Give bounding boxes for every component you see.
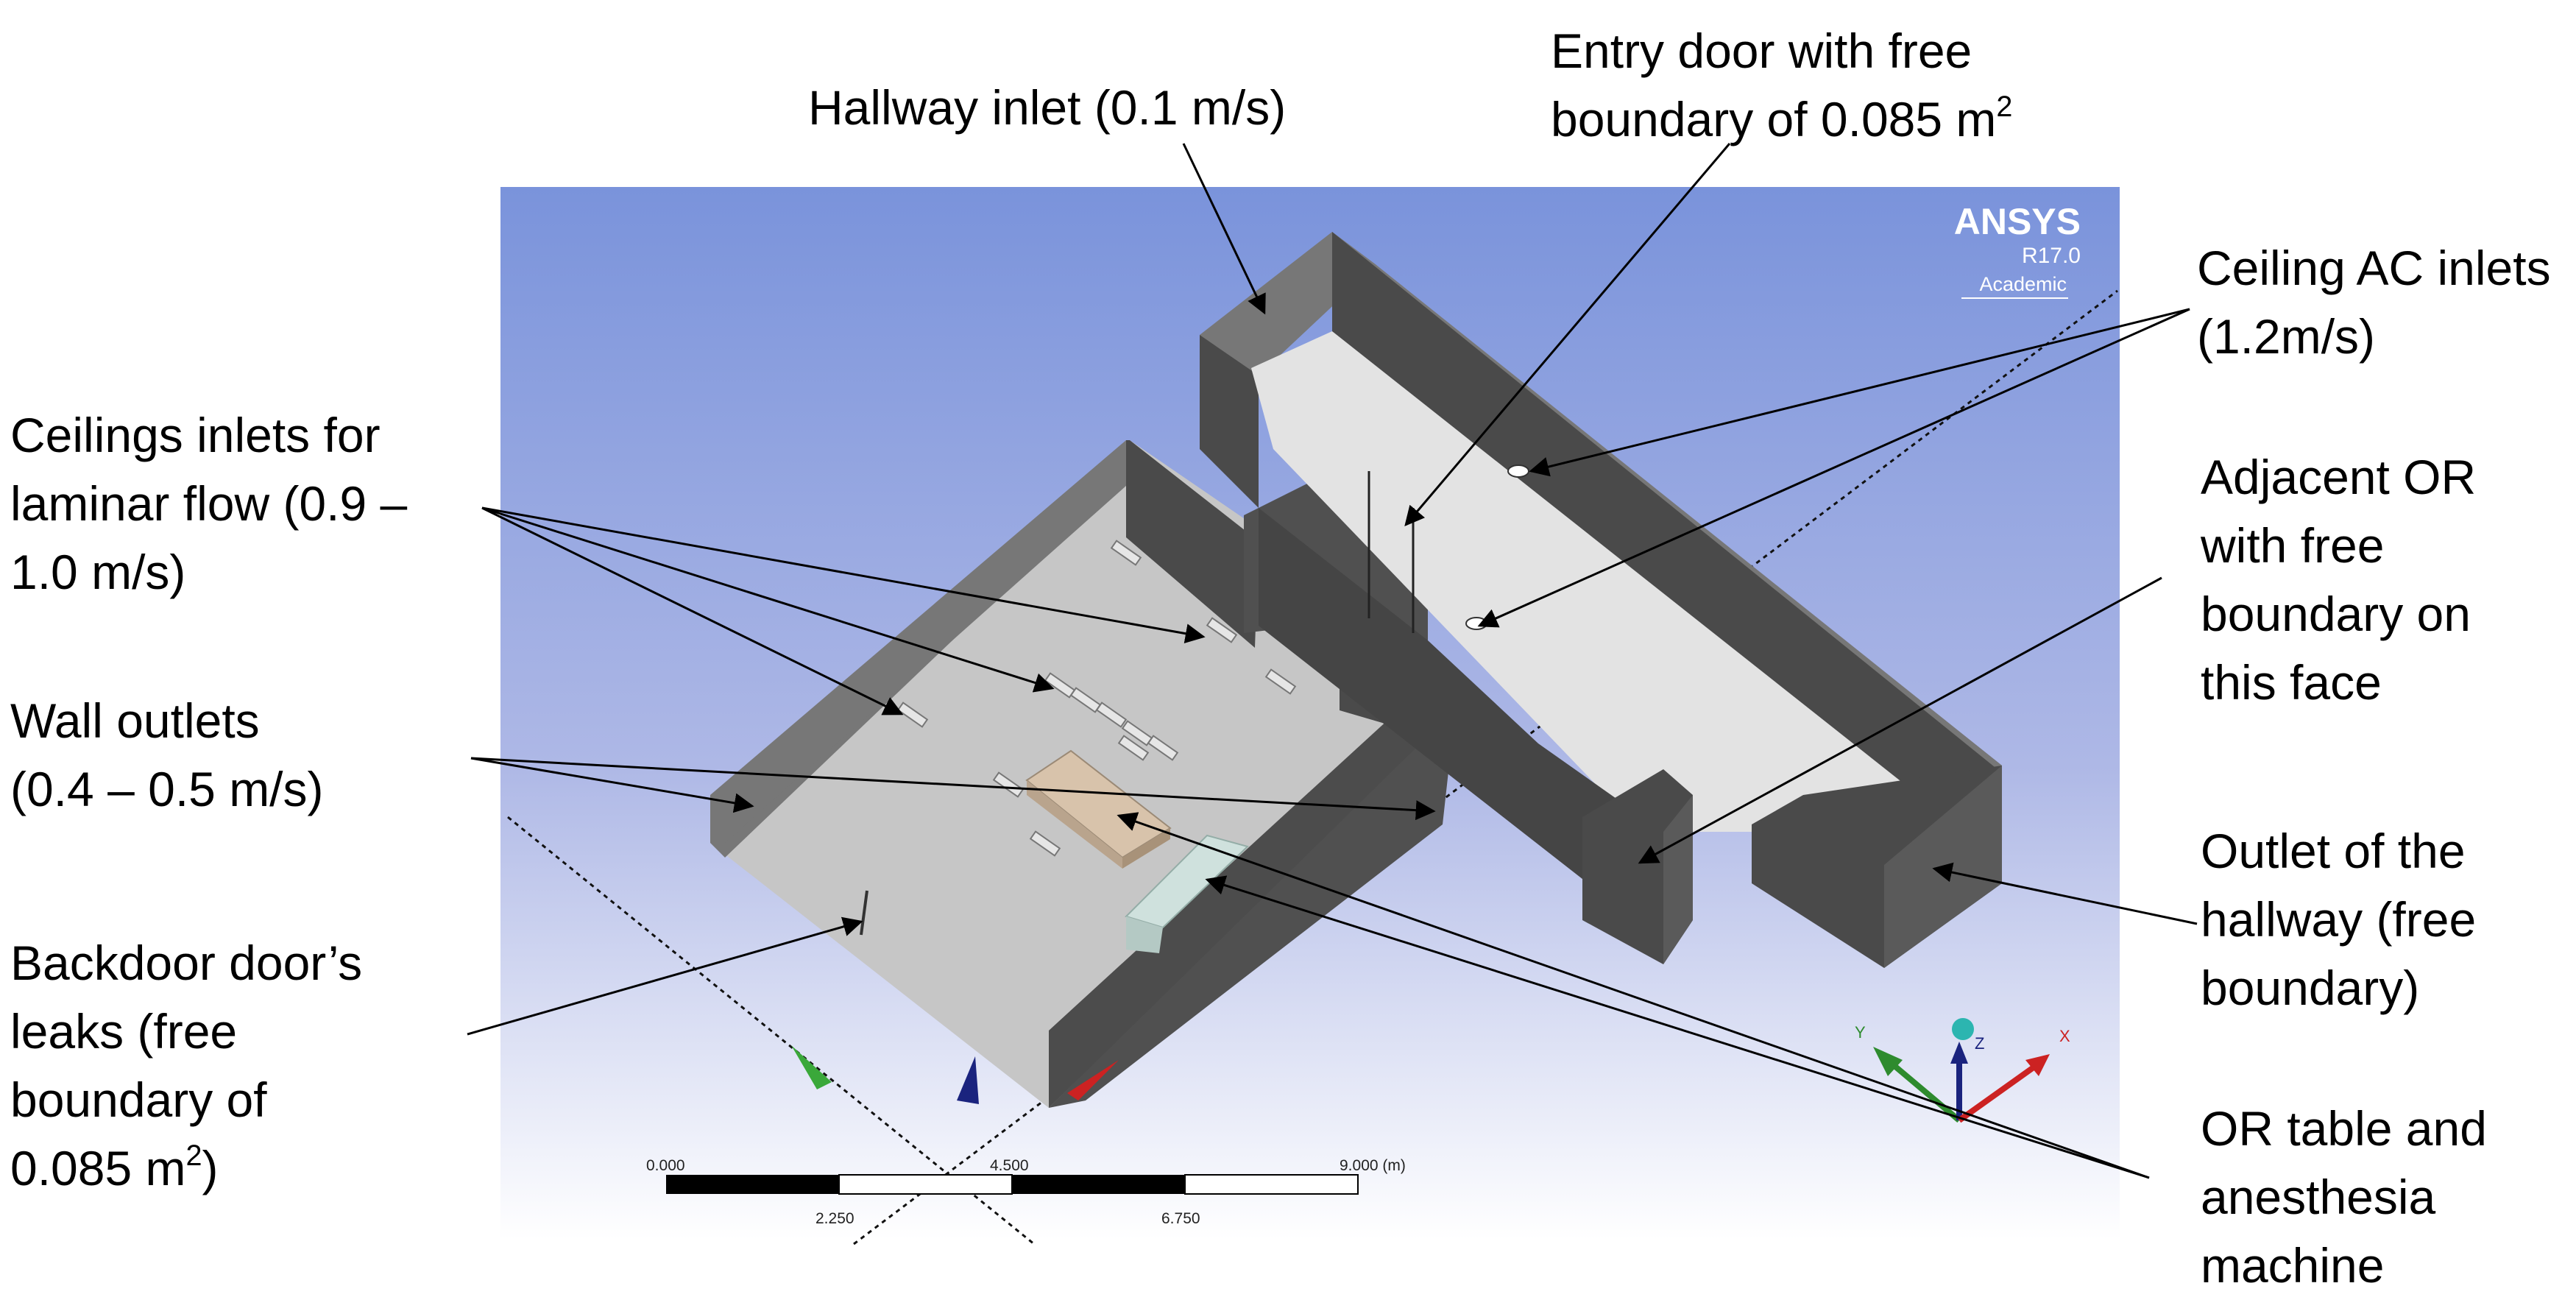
hallway-wall-top: [1332, 232, 2002, 773]
hallway-end-block-dark: [1200, 335, 1259, 508]
anesthesia-machine: [1125, 834, 1249, 929]
callout-line: leaks (free: [10, 1004, 238, 1059]
triad-label-z: Z: [1975, 1034, 1984, 1053]
callout-line: (0.4 – 0.5 m/s): [10, 762, 324, 816]
leader-ceiling-ac-2: [1477, 308, 2190, 628]
callout-hallway-inlet: Hallway inlet (0.1 m/s): [808, 74, 1286, 142]
callout-line: Hallway inlet (0.1 m/s): [808, 80, 1287, 135]
leader-wall-outlets-2: [470, 757, 1436, 821]
callout-line: Ceiling AC inlets: [2197, 241, 2551, 295]
operating-room-model: [710, 232, 2002, 1108]
callout-line: Entry door with free: [1551, 24, 1972, 78]
callout-line: boundary on: [2201, 587, 2471, 641]
callout-line-text: boundary of 0.085 m: [1551, 92, 1997, 146]
callout-line: Backdoor door’s: [10, 936, 363, 990]
leader-or-table: [1117, 812, 2150, 1179]
scale-seg-1: [666, 1175, 839, 1194]
hallway-inner-wall: [1259, 508, 1663, 942]
leader-anesthesia: [1205, 875, 2150, 1179]
scale-tick-label: 0.000: [646, 1157, 685, 1174]
callout-line-text: 0.085 m: [10, 1141, 186, 1195]
scale-tick-label: 4.500: [990, 1157, 1029, 1174]
dotted-guides: [507, 289, 2118, 1245]
callout-line: 1.0 m/s): [10, 545, 186, 599]
leader-ceiling-ac-1: [1529, 308, 2190, 477]
callout-line: machine: [2201, 1238, 2385, 1293]
or-front-wall: [1049, 736, 1450, 1108]
anesthesia-machine-side: [1126, 916, 1163, 953]
callout-line: OR table and: [2201, 1101, 2487, 1156]
scale-seg-4: [1184, 1174, 1359, 1195]
scale-tick-label: 9.000 (m): [1340, 1157, 1406, 1174]
axis-arrow-blue: [957, 1056, 979, 1104]
global-axes: [791, 1045, 1119, 1104]
axis-arrow-red: [1067, 1060, 1119, 1100]
callout-line: boundary): [2201, 961, 2420, 1015]
ansys-version: R17.0: [2022, 244, 2081, 268]
scale-seg-2: [838, 1174, 1013, 1195]
leader-backdoor: [467, 916, 863, 1036]
callout-line: Adjacent OR: [2201, 450, 2477, 504]
callout-backdoor: Backdoor door’s leaks (free boundary of …: [10, 929, 362, 1203]
callout-line: laminar flow (0.9 –: [10, 476, 408, 531]
callout-hallway-outlet: Outlet of the hallway (free boundary): [2201, 817, 2476, 1022]
callout-ceiling-laminar: Ceilings inlets for laminar flow (0.9 – …: [10, 401, 407, 607]
callout-line: 0.085 m2): [10, 1134, 362, 1203]
scale-tick-label: 2.250: [815, 1210, 854, 1227]
or-back-wall-inner: [1126, 440, 1259, 648]
callout-line: this face: [2201, 655, 2382, 710]
callout-superscript: 2: [1996, 91, 2013, 124]
or-table-side: [1027, 780, 1122, 869]
callout-entry-door: Entry door with free boundary of 0.085 m…: [1551, 17, 2012, 154]
triad-label-y: Y: [1855, 1023, 1866, 1042]
callout-line: (1.2m/s): [2197, 309, 2376, 364]
scale-seg-3: [1012, 1175, 1185, 1194]
coordinate-triad: Y Z X: [1855, 1018, 2070, 1123]
callout-adjacent-or: Adjacent OR with free boundary on this f…: [2201, 443, 2476, 717]
leader-laminar-1: [481, 506, 1206, 644]
or-front-wall-face: [1049, 710, 1424, 1108]
ansys-logo: ANSYS: [1954, 201, 2081, 242]
leader-hallway-outlet: [1932, 862, 2198, 925]
triad-origin-ball: [1952, 1018, 1974, 1040]
triad-label-x: X: [2059, 1027, 2070, 1045]
leader-lines: [467, 143, 2198, 1179]
or-table-front: [1122, 828, 1170, 869]
callout-wall-outlets: Wall outlets (0.4 – 0.5 m/s): [10, 687, 324, 824]
leader-entry-door: [1404, 143, 1731, 527]
or-left-wall-outer: [710, 440, 1126, 843]
callout-line: Wall outlets: [10, 693, 260, 748]
callout-line: Outlet of the: [2201, 824, 2466, 878]
axis-arrow-green: [791, 1045, 832, 1089]
callout-line-text: ): [202, 1141, 219, 1195]
callout-ceiling-ac: Ceiling AC inlets (1.2m/s): [2197, 234, 2551, 371]
callout-line: anesthesia: [2201, 1170, 2436, 1224]
leader-hallway-inlet: [1182, 143, 1266, 315]
callout-line: Ceilings inlets for: [10, 408, 381, 462]
ansys-edition: Academic: [1979, 273, 2067, 295]
leader-wall-outlets-1: [470, 757, 754, 813]
entry-door-lines: [1367, 471, 1415, 633]
scale-bar: 0.000 4.500 9.000 (m) 2.250 6.750: [646, 1157, 1406, 1227]
callout-line: boundary of: [10, 1073, 267, 1127]
callout-line: hallway (free: [2201, 892, 2477, 947]
callout-superscript: 2: [185, 1139, 202, 1173]
ceiling-ac-inlet-1: [1507, 464, 1529, 478]
leader-adjacent-or: [1638, 576, 2162, 864]
scale-tick-label: 6.750: [1161, 1210, 1200, 1227]
leader-laminar-3: [481, 506, 904, 715]
callout-line: boundary of 0.085 m2: [1551, 85, 2012, 154]
hallway-outer-wall: [1332, 232, 2002, 861]
adjacent-or-front: [1582, 795, 1693, 964]
leader-laminar-2: [481, 506, 1055, 693]
callout-or-table: OR table and anesthesia machine: [2201, 1095, 2487, 1300]
callout-line: with free: [2201, 518, 2385, 573]
